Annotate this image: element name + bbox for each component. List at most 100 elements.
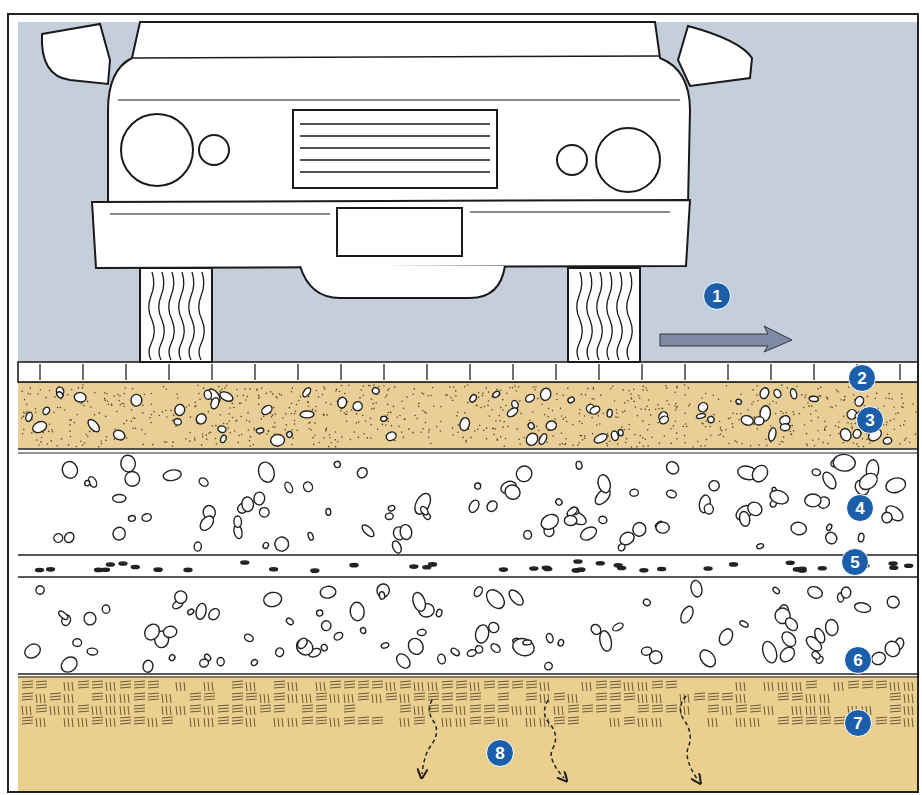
- hatch-line: [358, 696, 369, 697]
- stone: [42, 406, 51, 416]
- sand-grain: [399, 415, 401, 417]
- sand-grain: [836, 390, 838, 392]
- hatch-line: [208, 682, 209, 691]
- sand-grain: [201, 444, 203, 446]
- sand-grain: [330, 442, 332, 444]
- hatch-line: [358, 681, 369, 682]
- hatch-line: [652, 694, 653, 703]
- stone: [473, 585, 485, 598]
- sand-grain: [227, 427, 229, 429]
- hatch-line: [36, 711, 47, 712]
- hatch-line: [302, 705, 313, 706]
- hatch-line: [656, 718, 657, 727]
- stone: [735, 398, 742, 404]
- tread-line: [587, 272, 593, 360]
- sand-grain: [243, 395, 245, 397]
- stone: [739, 620, 749, 629]
- hatch-line: [316, 696, 327, 697]
- hatch-line: [148, 684, 159, 685]
- geotextile-mark: [530, 567, 538, 570]
- sand-grain: [337, 441, 339, 443]
- sand-grain: [238, 435, 240, 437]
- sand-grain: [565, 443, 567, 445]
- hatch-line: [464, 706, 465, 715]
- hatch-line: [470, 699, 481, 700]
- sand-grain: [591, 417, 593, 419]
- sand-grain: [90, 406, 92, 408]
- sand-grain: [866, 438, 868, 440]
- sand-grain: [758, 444, 760, 446]
- stone: [57, 610, 69, 621]
- sand-grain: [382, 424, 384, 426]
- hatch-line: [134, 720, 145, 721]
- stone: [474, 483, 480, 489]
- sand-grain: [675, 403, 677, 405]
- hatch-line: [110, 718, 111, 727]
- hatch-line: [120, 717, 131, 718]
- hatch-line: [372, 694, 373, 703]
- sand-grain: [162, 411, 164, 413]
- sand-grain: [371, 398, 373, 400]
- base-layer: [18, 449, 918, 555]
- sand-grain: [622, 411, 624, 413]
- stone: [283, 481, 294, 494]
- sand-grain: [172, 445, 174, 447]
- stone: [296, 636, 309, 650]
- sand-grain: [464, 386, 466, 388]
- hatch-line: [324, 682, 325, 691]
- geotextile-mark: [614, 564, 622, 567]
- sand-grain: [474, 430, 476, 432]
- sand-grain: [367, 437, 369, 439]
- sand-grain: [401, 431, 403, 433]
- stone: [120, 454, 137, 472]
- sand-grain: [628, 428, 630, 430]
- sand-grain: [732, 412, 734, 414]
- sand-grain: [436, 426, 438, 428]
- geotextile-mark: [241, 561, 249, 564]
- sand-grain: [523, 437, 525, 439]
- sand-grain: [863, 446, 865, 448]
- sand-grain: [386, 394, 388, 396]
- sand-grain: [233, 407, 235, 409]
- hatch-line: [772, 706, 773, 715]
- hatch-line: [250, 682, 251, 691]
- sand-grain: [266, 433, 268, 435]
- stone: [173, 418, 182, 426]
- sand-grain: [254, 429, 256, 431]
- sand-grain: [40, 441, 42, 443]
- hatch-line: [414, 717, 425, 718]
- stone: [630, 489, 639, 497]
- hatch-line: [870, 706, 871, 715]
- hatch-line: [232, 723, 243, 724]
- hatch-line: [446, 718, 447, 727]
- hatch-line: [380, 694, 381, 703]
- sand-grain: [430, 395, 432, 397]
- hatch-line: [134, 681, 145, 682]
- hatch-line: [610, 684, 621, 685]
- hatch-line: [862, 681, 873, 682]
- sand-grain: [250, 445, 252, 447]
- stone: [63, 531, 76, 545]
- bedding-sand-layer: [18, 382, 918, 449]
- hatch-line: [274, 693, 285, 694]
- paver-joint: [469, 364, 470, 380]
- hatch-line: [484, 711, 495, 712]
- sand-grain: [453, 386, 455, 388]
- hatch-line: [792, 723, 803, 724]
- bumper: [92, 200, 690, 268]
- stone: [320, 585, 337, 599]
- hatch-line: [442, 693, 453, 694]
- hatch-line: [436, 682, 437, 691]
- sand-grain: [22, 433, 24, 435]
- sand-grain: [158, 415, 160, 417]
- sand-grain: [324, 388, 326, 390]
- stone: [611, 621, 624, 632]
- hatch-line: [148, 693, 159, 694]
- sand-grain: [479, 424, 481, 426]
- hatch-line: [68, 706, 69, 715]
- hatch-line: [554, 696, 565, 697]
- hatch-line: [422, 706, 423, 715]
- sand-grain: [457, 411, 459, 413]
- hatch-line: [596, 696, 607, 697]
- stone: [658, 415, 669, 426]
